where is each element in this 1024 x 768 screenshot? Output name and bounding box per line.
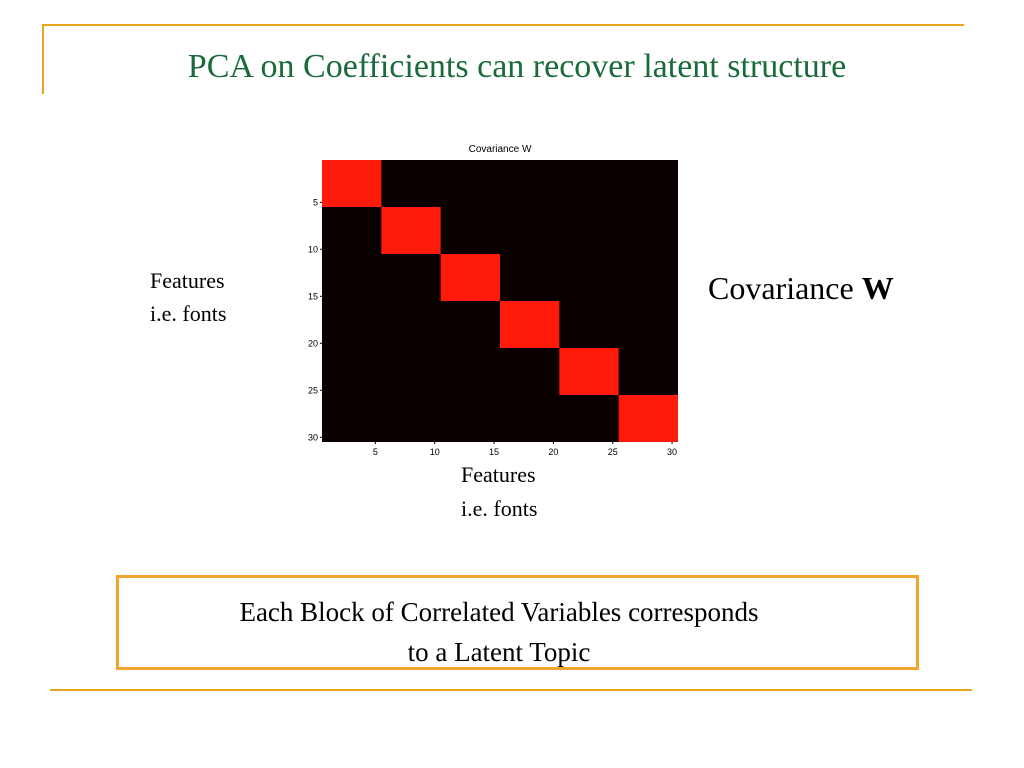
heatmap-block-4 bbox=[500, 301, 560, 348]
covariance-heatmap: Covariance W 5 10 15 20 25 30 5 10 15 20 25 30 bbox=[290, 140, 690, 460]
callout-text: Each Block of Correlated Variables corre… bbox=[119, 592, 879, 672]
chart-title: Covariance W bbox=[469, 144, 532, 155]
x-tick-label: 25 bbox=[608, 447, 618, 457]
x-axis-label: Features i.e. fonts bbox=[461, 458, 537, 526]
heatmap-cells bbox=[322, 160, 678, 442]
heatmap-block-1 bbox=[322, 160, 382, 207]
x-tick-label: 5 bbox=[373, 447, 378, 457]
x-tick-label: 30 bbox=[667, 447, 677, 457]
covariance-label-bold: W bbox=[861, 270, 894, 306]
y-tick-label: 5 bbox=[313, 197, 318, 207]
x-axis-label-line1: Features bbox=[461, 462, 536, 487]
x-tick-label: 10 bbox=[430, 447, 440, 457]
bottom-accent-rule bbox=[50, 689, 972, 691]
heatmap-svg: Covariance W 5 10 15 20 25 30 5 10 15 20 25 30 bbox=[308, 144, 678, 457]
left-accent-rule bbox=[42, 24, 44, 94]
covariance-label: Covariance W bbox=[708, 270, 894, 307]
x-tick-label: 20 bbox=[548, 447, 558, 457]
y-tick-label: 20 bbox=[308, 338, 318, 348]
y-axis-label-line1: Features bbox=[150, 268, 225, 293]
callout-box: Each Block of Correlated Variables corre… bbox=[116, 575, 919, 670]
y-tick-label: 15 bbox=[308, 291, 318, 301]
heatmap-block-3 bbox=[440, 254, 500, 301]
heatmap-block-6 bbox=[618, 395, 678, 442]
heatmap-ticks: 5 10 15 20 25 30 5 10 15 20 25 30 bbox=[308, 197, 677, 457]
heatmap-block-5 bbox=[559, 348, 619, 395]
x-tick-label: 15 bbox=[489, 447, 499, 457]
y-axis-label: Features i.e. fonts bbox=[150, 264, 226, 330]
callout-line1: Each Block of Correlated Variables corre… bbox=[239, 597, 759, 627]
covariance-label-text: Covariance bbox=[708, 270, 862, 306]
y-tick-label: 10 bbox=[308, 244, 318, 254]
y-axis-label-line2: i.e. fonts bbox=[150, 301, 227, 326]
y-tick-label: 25 bbox=[308, 385, 318, 395]
slide-title: PCA on Coefficients can recover latent s… bbox=[187, 48, 847, 85]
x-axis-label-line2: i.e. fonts bbox=[461, 496, 538, 521]
top-accent-rule bbox=[42, 24, 964, 26]
callout-line2: to a Latent Topic bbox=[407, 637, 591, 667]
heatmap-block-2 bbox=[381, 207, 441, 254]
y-tick-label: 30 bbox=[308, 432, 318, 442]
